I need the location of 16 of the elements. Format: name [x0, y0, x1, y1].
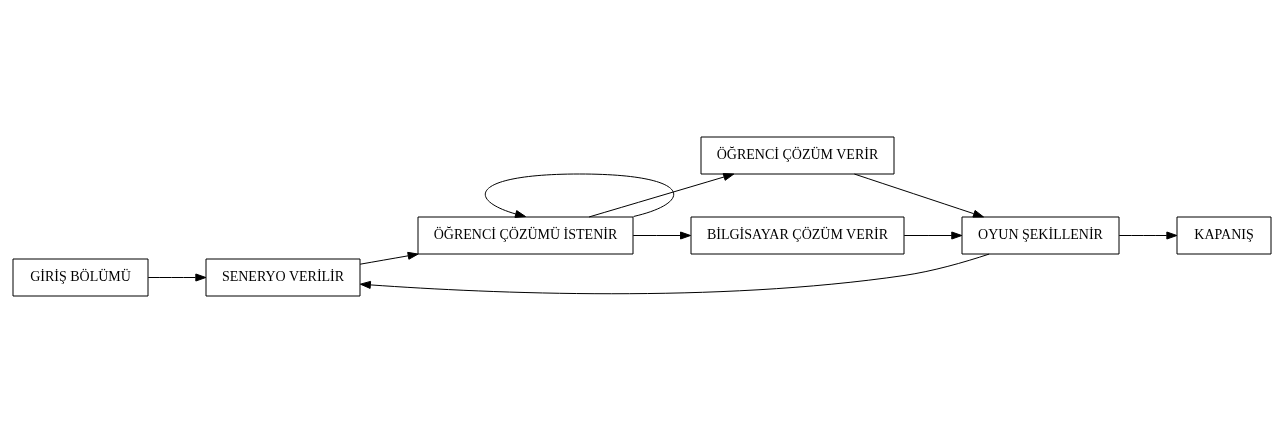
node-box: ÖĞRENCİ ÇÖZÜM VERİR: [700, 136, 895, 174]
arrow: [485, 173, 675, 218]
node-box: BİLGİSAYAR ÇÖZÜM VERİR: [690, 216, 905, 254]
arrow: [147, 273, 207, 281]
arrow: [853, 173, 984, 218]
arrow: [359, 251, 419, 265]
arrow: [903, 231, 963, 239]
node-box: ÖĞRENCİ ÇÖZÜMÜ İSTENİR: [417, 216, 634, 254]
node-box: KAPANIŞ: [1176, 216, 1272, 254]
arrow: [632, 231, 692, 239]
arrow: [1118, 231, 1178, 239]
arrow: [588, 172, 735, 217]
node-box: SENERYO VERİLİR: [205, 258, 361, 296]
node-box: GİRİŞ BÖLÜMÜ: [12, 258, 149, 296]
arrow: [359, 253, 990, 294]
node-box: OYUN ŞEKİLLENİR: [961, 216, 1120, 254]
